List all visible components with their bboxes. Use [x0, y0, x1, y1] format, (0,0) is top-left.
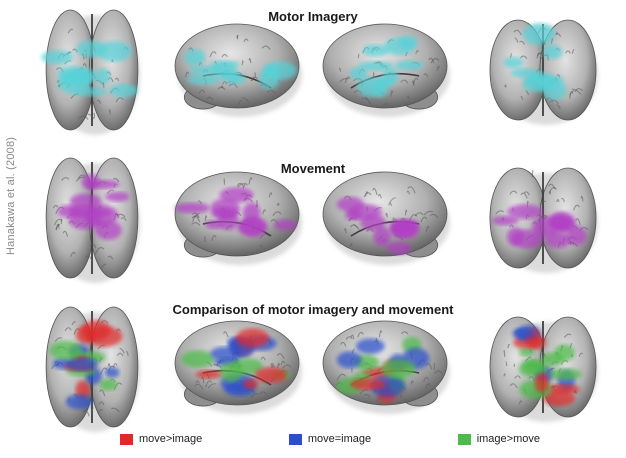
legend-swatch-red: [120, 433, 133, 445]
row-title-comparison: Comparison of motor imagery and movement: [172, 302, 454, 317]
brain-top-row3: [45, 306, 140, 432]
brain-right-lateral-row1: [322, 23, 450, 117]
row-title-motor-imagery: Motor Imagery: [268, 9, 358, 24]
legend-item-image-gt-move: image>move: [457, 433, 540, 445]
brain-top-row2: [45, 157, 140, 283]
brain-posterior-row3: [489, 316, 598, 422]
legend-swatch-blue: [288, 433, 302, 445]
legend-item-move-eq-image: move=image: [288, 433, 372, 445]
brain-left-lateral-row1: [174, 23, 302, 117]
brain-left-lateral-row2: [174, 171, 302, 265]
brain-posterior-row2: [489, 167, 598, 273]
legend-swatch-green: [457, 433, 471, 445]
brain-right-lateral-row2: [322, 171, 450, 265]
brain-left-lateral-row3: [174, 320, 302, 414]
brain-right-lateral-row3: [322, 320, 450, 414]
brain-top-row1: [41, 9, 140, 135]
legend-label: move=image: [307, 433, 372, 445]
legend-label: move>image: [139, 433, 203, 445]
legend: move>image move=image image>move: [120, 430, 540, 448]
brain-posterior-row1: [489, 19, 598, 125]
row-title-movement: Movement: [280, 161, 346, 176]
legend-label: image>move: [476, 433, 540, 445]
legend-item-move-gt-image: move>image: [120, 433, 202, 445]
